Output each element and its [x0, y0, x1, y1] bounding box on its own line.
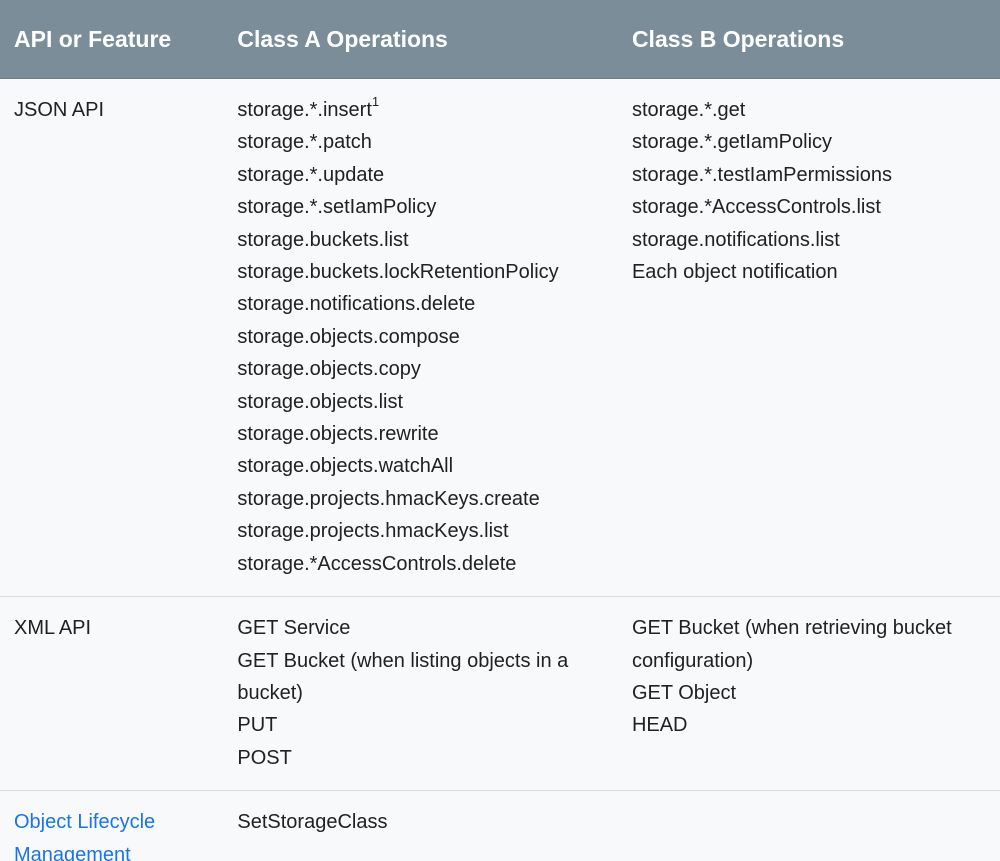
op-item: storage.*.setIamPolicy [237, 196, 437, 219]
op-item: storage.*.patch [237, 131, 372, 154]
api-label-xml: XML API [14, 617, 92, 640]
table-header-row: API or Feature Class A Operations Class … [0, 0, 1000, 79]
table-row-object-lifecycle: Object Lifecycle Management SetStorageCl… [0, 790, 1000, 861]
header-class-b: Class B Operations [617, 0, 1000, 79]
api-label-json: JSON API [14, 99, 105, 121]
cell-api-xml: XML API [0, 596, 224, 792]
cell-class-a-olm: SetStorageClass [223, 790, 618, 861]
op-item: storage.*.insert1 [237, 94, 380, 121]
cell-class-b-json: storage.*.get storage.*.getIamPolicy sto… [617, 78, 1000, 598]
table-row-json-api: JSON API storage.*.insert1 storage.*.pat… [0, 78, 1000, 598]
cell-class-a-json: storage.*.insert1 storage.*.patch storag… [223, 78, 618, 598]
op-item: storage.objects.copy [237, 358, 421, 381]
op-item: storage.buckets.lockRetentionPolicy [237, 261, 559, 284]
op-item: Each object notification [631, 261, 838, 284]
cell-api-olm: Object Lifecycle Management [0, 790, 224, 861]
op-item: HEAD [631, 714, 688, 737]
op-item: storage.objects.list [237, 390, 404, 413]
cell-class-a-xml: GET Service GET Bucket (when listing obj… [223, 596, 618, 792]
op-item: GET Bucket (when listing objects in a bu… [237, 649, 569, 704]
op-item: storage.*.update [237, 163, 385, 186]
op-item: GET Object [631, 681, 737, 704]
op-item: storage.objects.rewrite [237, 423, 439, 446]
footnote-marker: 1 [371, 94, 380, 110]
table-row-xml-api: XML API GET Service GET Bucket (when lis… [0, 596, 1000, 792]
op-item: GET Bucket (when retrieving bucket confi… [631, 617, 952, 672]
op-item: storage.projects.hmacKeys.list [237, 520, 509, 543]
op-item: storage.*.get [631, 99, 746, 121]
op-item: storage.objects.watchAll [237, 455, 454, 478]
op-item: storage.*AccessControls.list [631, 196, 881, 219]
object-lifecycle-management-link[interactable]: Object Lifecycle Management [14, 811, 156, 861]
op-item: PUT [237, 714, 278, 737]
header-class-a: Class A Operations [223, 0, 618, 79]
op-item: SetStorageClass [237, 811, 388, 834]
op-item: storage.*AccessControls.delete [237, 552, 517, 575]
cell-class-b-olm [617, 790, 1000, 861]
cell-api-json: JSON API [0, 78, 224, 598]
op-item: GET Service [237, 617, 351, 640]
op-item: storage.notifications.delete [237, 293, 476, 316]
op-item: POST [237, 746, 292, 769]
op-item: storage.*.getIamPolicy [631, 131, 833, 154]
op-item: storage.projects.hmacKeys.create [237, 487, 540, 510]
op-item: storage.notifications.list [631, 228, 840, 251]
header-api-or-feature: API or Feature [0, 0, 224, 79]
cell-class-b-xml: GET Bucket (when retrieving bucket confi… [617, 596, 1000, 792]
op-item: storage.objects.compose [237, 325, 460, 348]
op-item: storage.*.testIamPermissions [631, 163, 893, 186]
op-item: storage.buckets.list [237, 228, 409, 251]
